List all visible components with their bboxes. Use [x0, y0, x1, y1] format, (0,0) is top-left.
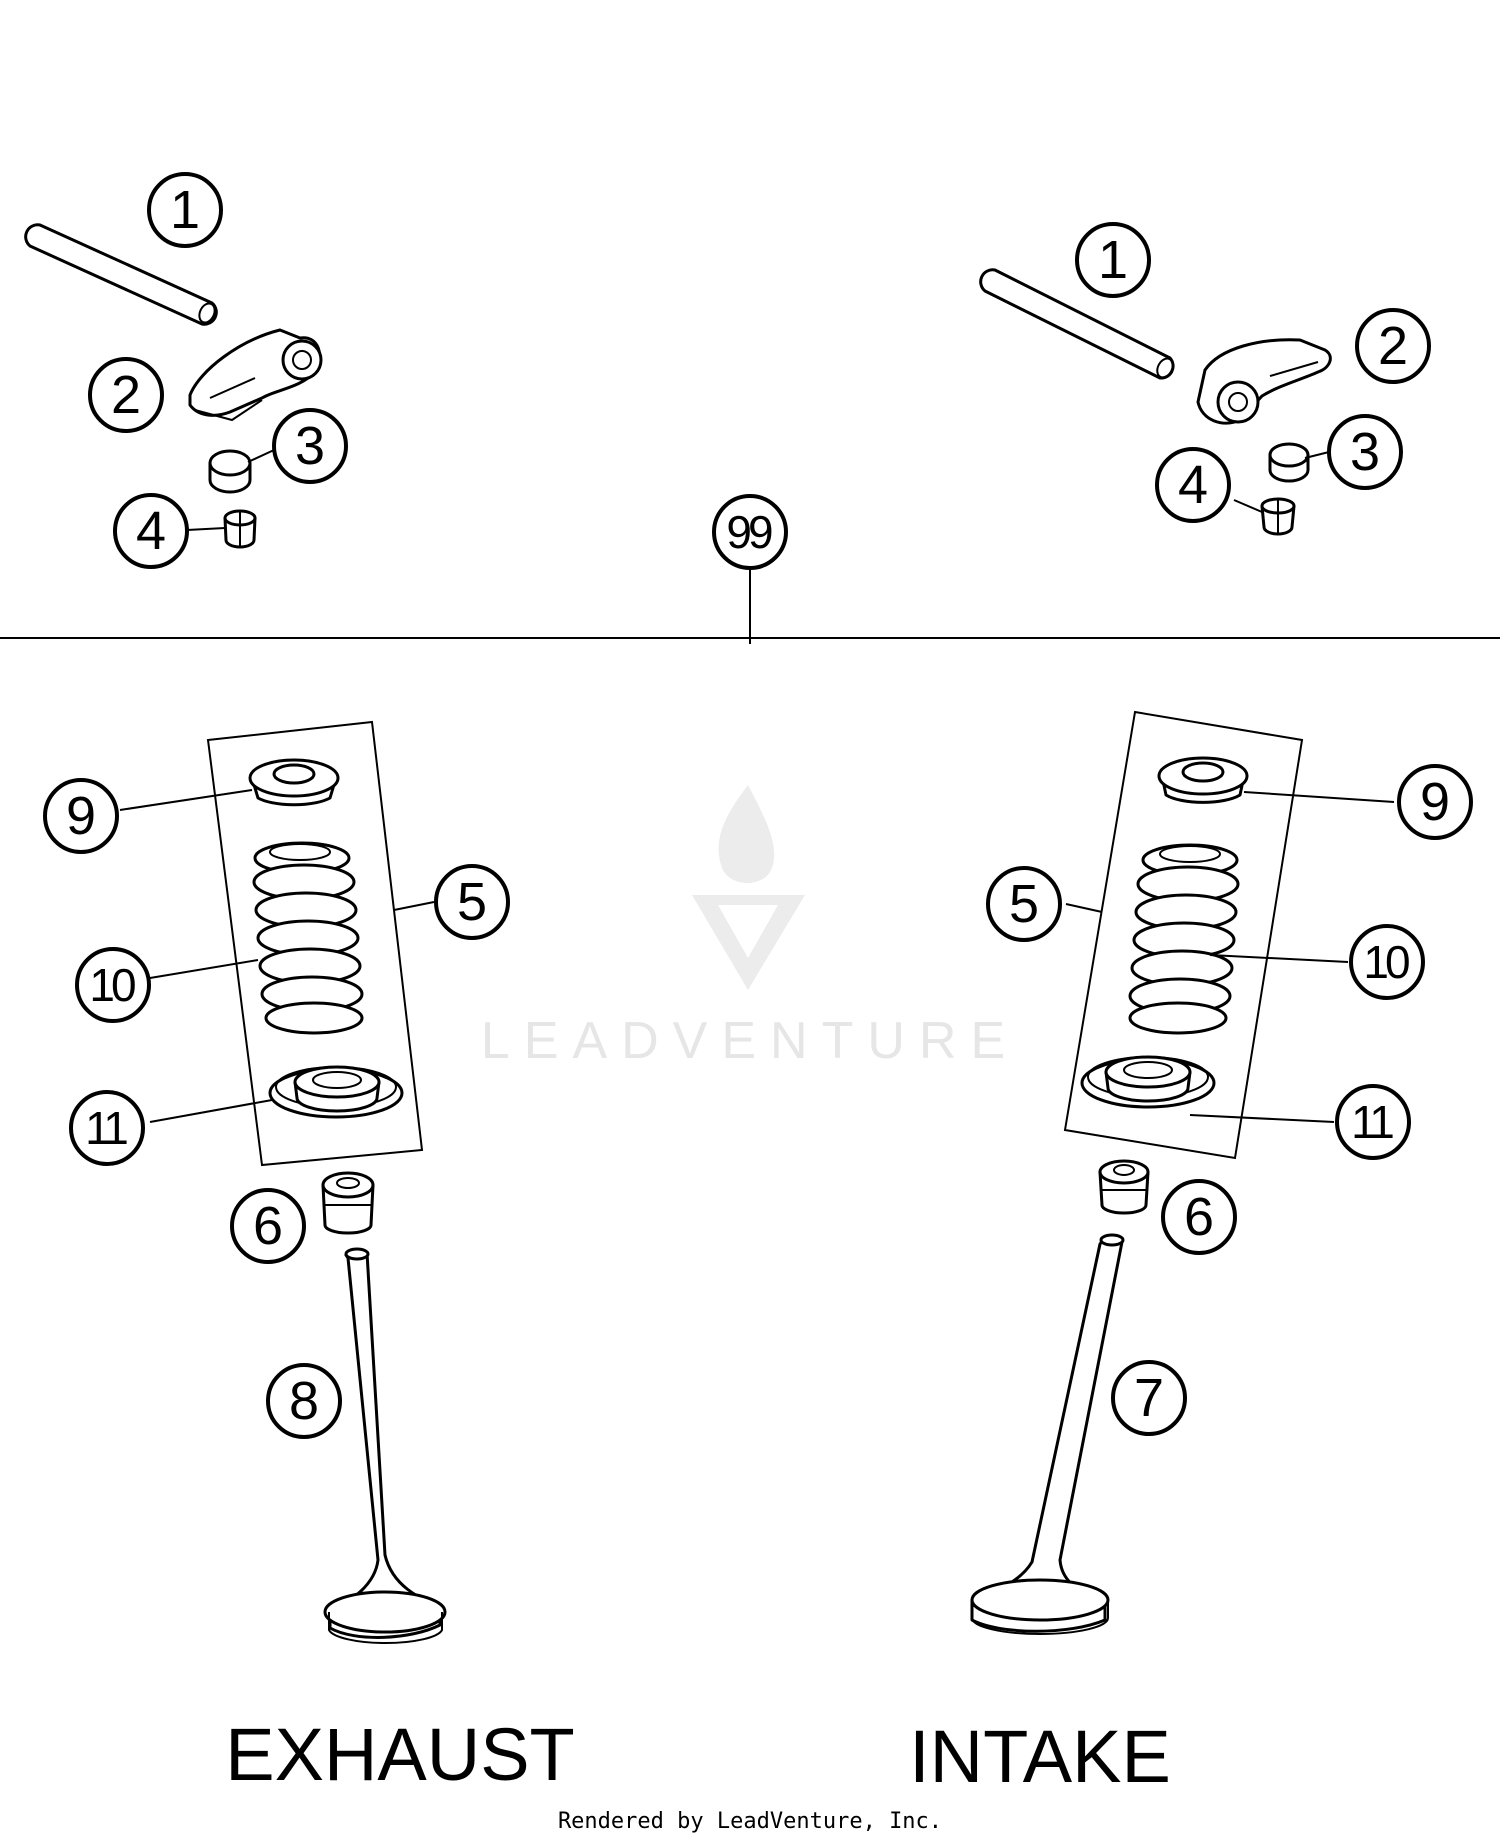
svg-text:4: 4 — [1178, 455, 1208, 515]
intake-valve[interactable] — [970, 1233, 1125, 1635]
label-intake: INTAKE — [909, 1715, 1171, 1798]
svg-text:7: 7 — [1134, 1368, 1164, 1428]
callout-4-right[interactable]: 4 — [1155, 447, 1231, 523]
callout-7-right[interactable]: 7 — [1111, 1360, 1187, 1436]
rocker-shaft-left[interactable] — [24, 223, 218, 326]
callout-5-left[interactable]: 5 — [434, 864, 510, 940]
valve-collet-left[interactable] — [223, 509, 257, 549]
rocker-shaft-right[interactable] — [979, 268, 1176, 380]
svg-text:11: 11 — [85, 1102, 127, 1154]
spring-seat-left[interactable] — [268, 1065, 404, 1119]
callout-2-left[interactable]: 2 — [88, 357, 164, 433]
callout-6-right[interactable]: 6 — [1161, 1179, 1237, 1255]
callout-8-left[interactable]: 8 — [266, 1363, 342, 1439]
callout-4-left[interactable]: 4 — [113, 493, 189, 569]
svg-text:99: 99 — [726, 506, 772, 558]
callout-10-left[interactable]: 10 — [75, 947, 151, 1023]
spring-seat-right[interactable] — [1080, 1055, 1216, 1109]
svg-text:3: 3 — [295, 416, 325, 476]
valve-collet-right[interactable] — [1260, 497, 1296, 536]
valve-spring-kit-frame-right — [1063, 710, 1304, 1160]
credit-text: Rendered by LeadVenture, Inc. — [558, 1809, 942, 1834]
label-exhaust: EXHAUST — [225, 1713, 575, 1796]
callout-10-right[interactable]: 10 — [1349, 924, 1425, 1000]
spring-retainer-left[interactable] — [248, 758, 340, 807]
valve-spring-kit-frame-left — [206, 720, 424, 1167]
callout-11-right[interactable]: 11 — [1335, 1084, 1411, 1160]
svg-text:6: 6 — [253, 1196, 283, 1256]
svg-text:2: 2 — [1378, 316, 1408, 376]
svg-text:6: 6 — [1184, 1187, 1214, 1247]
watermark-text: LEADVENTURE — [481, 1012, 1019, 1070]
callout-9-left[interactable]: 9 — [43, 778, 119, 854]
exhaust-valve[interactable] — [323, 1247, 447, 1644]
svg-text:8: 8 — [289, 1371, 319, 1431]
callout-6-left[interactable]: 6 — [230, 1188, 306, 1264]
leader-lines — [119, 449, 1395, 1123]
svg-text:1: 1 — [1098, 230, 1128, 290]
spring-retainer-right[interactable] — [1157, 756, 1249, 804]
rocker-arm-left[interactable] — [188, 328, 323, 422]
rocker-arm-right[interactable] — [1196, 338, 1332, 425]
svg-text:9: 9 — [66, 786, 96, 846]
valve-stem-seal-right[interactable] — [1098, 1159, 1150, 1215]
svg-text:10: 10 — [1363, 936, 1409, 988]
valve-cap-left[interactable] — [208, 449, 252, 494]
svg-text:11: 11 — [1351, 1096, 1393, 1148]
callout-5-right[interactable]: 5 — [986, 866, 1062, 942]
callout-3-left[interactable]: 3 — [272, 408, 348, 484]
svg-text:4: 4 — [136, 501, 166, 561]
svg-text:5: 5 — [457, 872, 487, 932]
svg-text:10: 10 — [89, 959, 135, 1011]
valve-cap-right[interactable] — [1268, 442, 1310, 483]
svg-text:5: 5 — [1009, 874, 1039, 934]
valve-stem-seal-left[interactable] — [321, 1171, 375, 1235]
svg-text:3: 3 — [1350, 422, 1380, 482]
svg-text:2: 2 — [111, 365, 141, 425]
callout-1-left[interactable]: 1 — [147, 172, 223, 248]
watermark-v-icon — [692, 895, 805, 990]
callout-2-right[interactable]: 2 — [1355, 308, 1431, 384]
svg-text:1: 1 — [170, 180, 200, 240]
callout-3-right[interactable]: 3 — [1327, 414, 1403, 490]
callout-99[interactable]: 99 — [712, 494, 788, 570]
callout-9-right[interactable]: 9 — [1397, 764, 1473, 840]
callout-1-right[interactable]: 1 — [1075, 222, 1151, 298]
valve-spring-right[interactable] — [1128, 843, 1240, 1035]
svg-text:9: 9 — [1420, 772, 1450, 832]
watermark-flame-icon — [718, 785, 775, 883]
watermark: LEADVENTURE — [481, 785, 1019, 1070]
valve-spring-left[interactable] — [252, 841, 364, 1035]
callout-11-left[interactable]: 11 — [69, 1090, 145, 1166]
